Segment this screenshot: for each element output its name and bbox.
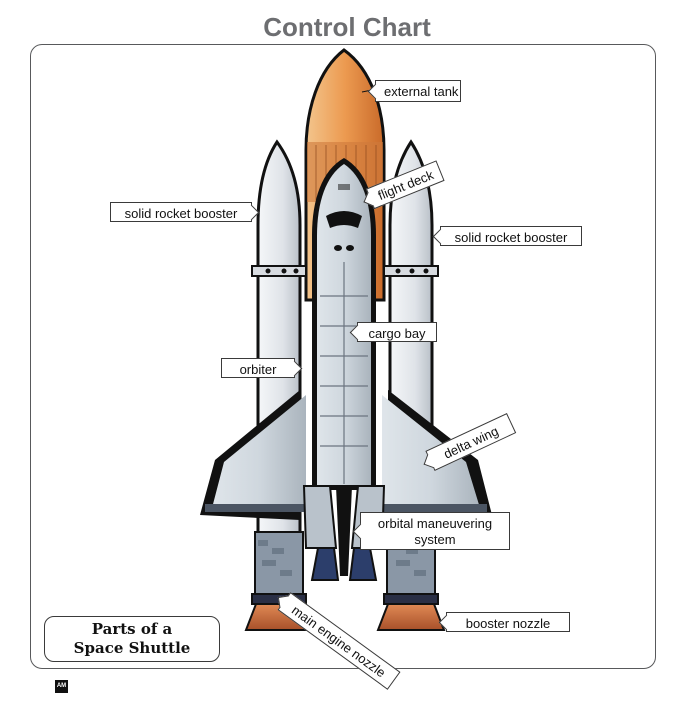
label-srb-left-text: solid rocket booster [124, 206, 238, 221]
page-title: Control Chart [263, 12, 431, 42]
parts-of-space-shuttle-badge: Parts of a Space Shuttle [44, 616, 220, 662]
orbiter-fuselage [312, 158, 376, 490]
badge-line-1: Parts of a [91, 620, 173, 638]
label-cargo-bay-text: cargo bay [368, 326, 426, 341]
label-orbiter: orbiter [221, 358, 303, 378]
orbiter-wings [200, 300, 492, 520]
callout-pointer [277, 595, 291, 608]
label-orbiter-text: orbiter [239, 362, 277, 377]
label-orbital-maneuvering-system: orbital maneuvering system [352, 512, 510, 550]
label-srb-right-text: solid rocket booster [454, 230, 568, 245]
main-engines [310, 547, 378, 581]
label-srb-right: solid rocket booster [432, 226, 582, 246]
publisher-logo: AM [55, 680, 68, 693]
label-booster-nozzle-text: booster nozzle [465, 616, 551, 631]
right-solid-rocket-booster [376, 139, 446, 631]
label-oms-line-1: orbital maneuvering [377, 516, 493, 531]
label-booster-nozzle: booster nozzle [438, 612, 570, 632]
label-srb-left: solid rocket booster [110, 202, 260, 222]
badge-line-2: Space Shuttle [73, 639, 191, 657]
label-external-tank-text: external tank [384, 84, 459, 99]
label-external-tank: external tank [367, 80, 461, 102]
label-oms-line-2: system [414, 532, 456, 547]
chart-frame [30, 44, 656, 669]
label-cargo-bay: cargo bay [349, 322, 437, 342]
